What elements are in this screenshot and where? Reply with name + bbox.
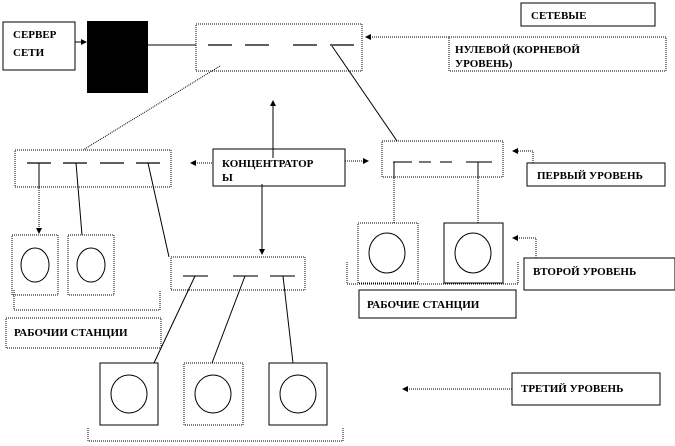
root-level-label-box: НУЛЕВОЙ (КОРНЕВОЙ УРОВЕНЬ) xyxy=(448,36,667,72)
svg-text:НУЛЕВОЙ (КОРНЕВОЙ: НУЛЕВОЙ (КОРНЕВОЙ xyxy=(455,44,580,56)
svg-text:ВТОРОЙ УРОВЕНЬ: ВТОРОЙ УРОВЕНЬ xyxy=(533,266,636,278)
root-to-first-left-link xyxy=(82,65,221,151)
workstation xyxy=(357,222,419,284)
second-level-arrow xyxy=(512,235,537,258)
svg-text:РАБОЧИЕ СТАНЦИИ: РАБОЧИЕ СТАНЦИИ xyxy=(367,299,480,311)
workstations-right-label-box: РАБОЧИЕ СТАНЦИИ xyxy=(358,289,517,319)
workstations-bracket-bottom xyxy=(87,428,344,442)
third-level-label-box: ТРЕТИЙ УРОВЕНЬ xyxy=(511,372,661,406)
workstation xyxy=(99,362,159,426)
workstation xyxy=(67,234,115,296)
first-level-hub-left xyxy=(14,149,172,188)
svg-text:РАБОЧИИ СТАНЦИИ: РАБОЧИИ СТАНЦИИ xyxy=(14,327,128,339)
network-label-box: СЕТЕВЫЕ xyxy=(520,2,656,27)
svg-text:СЕТЕВЫЕ: СЕТЕВЫЕ xyxy=(531,10,586,22)
svg-text:ПЕРВЫЙ УРОВЕНЬ: ПЕРВЫЙ УРОВЕНЬ xyxy=(537,170,643,182)
first-level-label-box: ПЕРВЫЙ УРОВЕНЬ xyxy=(526,162,666,187)
workstation xyxy=(183,362,244,426)
first-level-arrow xyxy=(512,148,534,163)
root-hub xyxy=(195,23,363,72)
svg-text:УРОВЕНЬ): УРОВЕНЬ) xyxy=(455,58,513,70)
workstation xyxy=(11,234,59,296)
second-level-label-box: ВТОРОЙ УРОВЕНЬ xyxy=(523,257,675,291)
workstations-bracket-right xyxy=(346,262,519,285)
workstations-left-label-box: РАБОЧИИ СТАНЦИИ xyxy=(5,317,162,349)
svg-text:Ы: Ы xyxy=(222,172,233,184)
first-level-hub-right xyxy=(381,140,504,178)
server-label: СЕРВЕР xyxy=(13,29,57,41)
server-block xyxy=(87,21,148,93)
svg-text:ТРЕТИЙ УРОВЕНЬ: ТРЕТИЙ УРОВЕНЬ xyxy=(521,383,623,395)
workstations-bracket-left xyxy=(13,290,161,311)
server-box: СЕРВЕР СЕТИ xyxy=(2,21,76,71)
concentrator-label-box: КОНЦЕНТРАТОР Ы xyxy=(212,148,346,187)
second-level-hub xyxy=(170,256,306,291)
svg-text:КОНЦЕНТРАТОР: КОНЦЕНТРАТОР xyxy=(222,158,314,170)
workstation xyxy=(268,362,328,426)
server-label-2: СЕТИ xyxy=(13,47,45,59)
root-to-first-right-link xyxy=(331,45,398,142)
workstation xyxy=(443,222,504,284)
